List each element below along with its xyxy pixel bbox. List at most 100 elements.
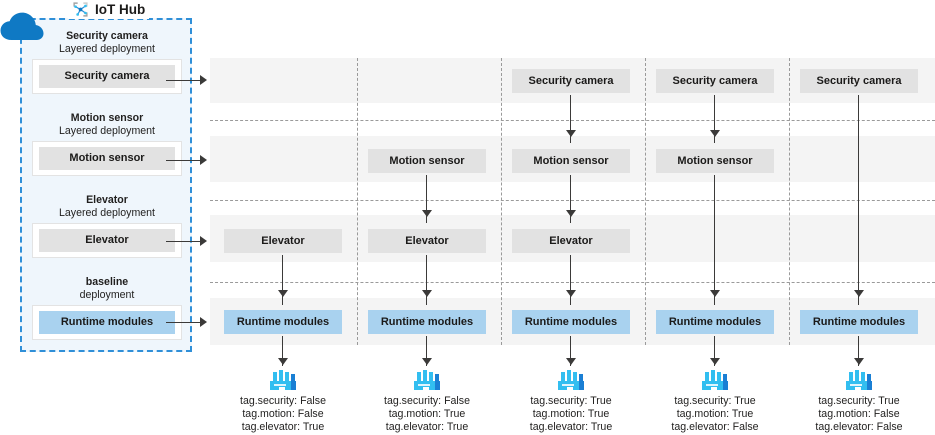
deployment-module-frame: Elevator <box>32 223 182 258</box>
arrow-head <box>854 290 864 297</box>
iot-hub-title-group: IoT Hub <box>68 0 150 19</box>
arrow-head <box>278 358 288 365</box>
cell-col4-security[interactable]: Security camera <box>656 69 774 93</box>
cell-col1-runtime[interactable]: Runtime modules <box>224 310 342 334</box>
factory-icon <box>270 370 296 390</box>
arrow-head <box>278 290 288 297</box>
device-tags: tag.security: True tag.motion: False tag… <box>815 395 903 434</box>
arrow-col2-motion-to-elevator <box>426 175 427 223</box>
arrow-head <box>566 358 576 365</box>
column-separator-3 <box>645 58 646 345</box>
cell-col3-security[interactable]: Security camera <box>512 69 630 93</box>
deployment-kind: Layered deployment <box>59 206 155 219</box>
arrow-head <box>566 210 576 217</box>
arrow-elevator-out <box>166 241 202 242</box>
row-separator-3 <box>210 282 935 283</box>
cell-col2-motion[interactable]: Motion sensor <box>368 149 486 173</box>
deployment-kind: Layered deployment <box>59 124 155 137</box>
deployment-module-frame: Security camera <box>32 59 182 94</box>
cell-col2-elevator[interactable]: Elevator <box>368 229 486 253</box>
deployment-name: Security camera <box>66 30 148 42</box>
iot-hub-icon <box>73 2 88 17</box>
deployment-kind: deployment <box>79 288 135 301</box>
deployment-header: Security camera Layered deployment <box>32 30 182 55</box>
cloud-icon <box>0 12 44 40</box>
arrow-motion-sensor-out <box>166 160 202 161</box>
deployment-group-elevator[interactable]: Elevator Layered deployment Elevator <box>32 194 182 258</box>
arrow-col3-motion-to-elevator <box>570 175 571 223</box>
arrow-col1-elevator-to-runtime <box>282 255 283 305</box>
arrow-head <box>422 290 432 297</box>
factory-icon <box>846 370 872 390</box>
deployment-header: Motion sensor Layered deployment <box>32 112 182 137</box>
device-tags: tag.security: False tag.motion: True tag… <box>384 395 470 434</box>
iot-hub-panel: Security camera Layered deployment Secur… <box>20 18 192 352</box>
arrow-runtime-modules-out <box>166 322 202 323</box>
deployment-group-security-camera[interactable]: Security camera Layered deployment Secur… <box>32 30 182 94</box>
deployment-name: Elevator <box>86 194 128 206</box>
cell-col4-runtime[interactable]: Runtime modules <box>656 310 774 334</box>
arrow-col2-runtime-to-device <box>426 336 427 366</box>
device-2: tag.security: False tag.motion: True tag… <box>347 368 507 435</box>
arrow-security-camera-out <box>166 80 202 81</box>
arrow-head <box>422 358 432 365</box>
arrow-head <box>200 155 207 165</box>
device-tags: tag.security: True tag.motion: True tag.… <box>529 395 613 434</box>
cell-col1-elevator[interactable]: Elevator <box>224 229 342 253</box>
arrow-col4-runtime-to-device <box>714 336 715 366</box>
arrow-col4-security-to-motion <box>714 95 715 143</box>
device-4: tag.security: True tag.motion: True tag.… <box>635 368 795 435</box>
row-separator-1 <box>210 120 935 121</box>
arrow-col3-runtime-to-device <box>570 336 571 366</box>
deployment-header: Elevator Layered deployment <box>32 194 182 219</box>
cell-col2-runtime[interactable]: Runtime modules <box>368 310 486 334</box>
arrow-head <box>566 130 576 137</box>
arrow-head <box>854 358 864 365</box>
deployment-kind: Layered deployment <box>59 42 155 55</box>
device-tags: tag.security: False tag.motion: False ta… <box>240 395 326 434</box>
deployment-group-motion-sensor[interactable]: Motion sensor Layered deployment Motion … <box>32 112 182 176</box>
device-tags: tag.security: True tag.motion: True tag.… <box>671 395 759 434</box>
arrow-head <box>710 358 720 365</box>
row-separator-2 <box>210 200 935 201</box>
deployment-module-frame: Motion sensor <box>32 141 182 176</box>
factory-icon <box>414 370 440 390</box>
arrow-head <box>710 290 720 297</box>
deployment-name: baseline <box>85 276 129 288</box>
cell-col4-motion[interactable]: Motion sensor <box>656 149 774 173</box>
cell-col3-runtime[interactable]: Runtime modules <box>512 310 630 334</box>
deployment-header: baseline deployment <box>32 276 182 301</box>
arrow-col1-runtime-to-device <box>282 336 283 366</box>
deployment-module-motion-sensor[interactable]: Motion sensor <box>39 147 175 170</box>
column-separator-4 <box>789 58 790 345</box>
deployment-name: Motion sensor <box>70 112 144 124</box>
device-5: tag.security: True tag.motion: False tag… <box>779 368 935 435</box>
deployment-group-baseline[interactable]: baseline deployment Runtime modules <box>32 276 182 340</box>
arrow-head <box>422 210 432 217</box>
cell-col5-runtime[interactable]: Runtime modules <box>800 310 918 334</box>
column-separator-2 <box>501 58 502 345</box>
device-1: tag.security: False tag.motion: False ta… <box>203 368 363 435</box>
cell-col5-security[interactable]: Security camera <box>800 69 918 93</box>
factory-icon <box>702 370 728 390</box>
arrow-col5-runtime-to-device <box>858 336 859 366</box>
arrow-head <box>200 317 207 327</box>
arrow-col3-elevator-to-runtime <box>570 255 571 305</box>
deployment-module-runtime-modules[interactable]: Runtime modules <box>39 311 175 334</box>
arrow-head <box>200 236 207 246</box>
arrow-head <box>200 75 207 85</box>
deployment-module-elevator[interactable]: Elevator <box>39 229 175 252</box>
arrow-col2-elevator-to-runtime <box>426 255 427 305</box>
arrow-col4-motion-to-runtime <box>714 175 715 305</box>
arrow-head <box>710 130 720 137</box>
cell-col3-elevator[interactable]: Elevator <box>512 229 630 253</box>
arrow-head <box>566 290 576 297</box>
deployment-module-frame: Runtime modules <box>32 305 182 340</box>
arrow-col3-security-to-motion <box>570 95 571 143</box>
arrow-col5-security-to-runtime <box>858 95 859 305</box>
deployment-module-security-camera[interactable]: Security camera <box>39 65 175 88</box>
factory-icon <box>558 370 584 390</box>
iot-hub-title-label: IoT Hub <box>95 2 146 17</box>
cell-col3-motion[interactable]: Motion sensor <box>512 149 630 173</box>
